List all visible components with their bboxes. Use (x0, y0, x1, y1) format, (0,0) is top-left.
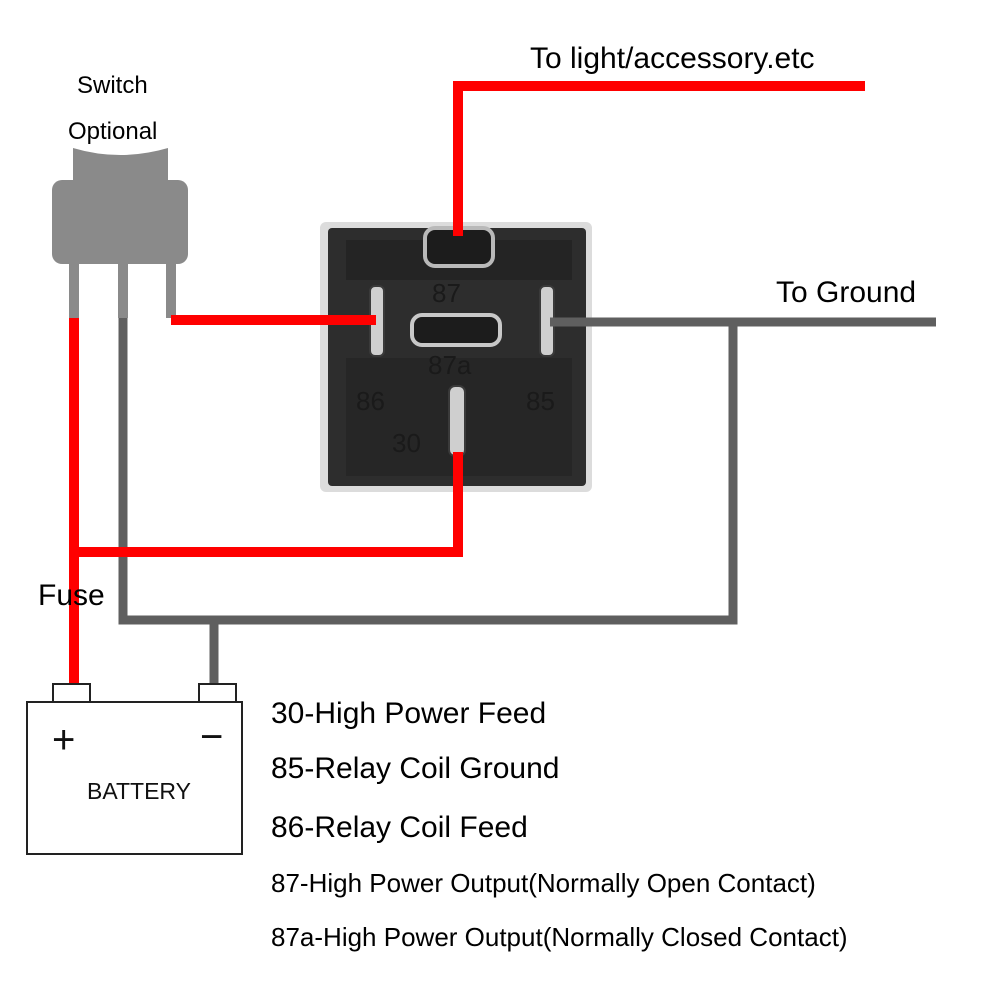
battery-minus-sign: − (200, 715, 223, 759)
pin-label-87a: 87a (428, 350, 472, 380)
pin-label-85: 85 (526, 386, 555, 416)
battery-label: BATTERY (87, 778, 191, 804)
pin-87a-terminal (410, 313, 502, 347)
to-light-label: To light/accessory.etc (530, 42, 815, 75)
legend-item-30: 30-High Power Feed (271, 697, 547, 730)
pin-label-30: 30 (392, 428, 421, 458)
pin-label-87: 87 (432, 278, 461, 308)
battery-negative-terminal (198, 683, 237, 704)
battery-body (26, 701, 243, 855)
optional-label: Optional (68, 118, 158, 145)
power-wires (69, 81, 865, 685)
fuse-label: Fuse (38, 579, 105, 612)
relay-component: 87 87a 86 85 30 (320, 222, 592, 492)
legend-item-87: 87-High Power Output(Normally Open Conta… (271, 868, 816, 898)
legend-item-86: 86-Relay Coil Feed (271, 811, 528, 844)
switch-body (52, 180, 188, 264)
wire-fuse-to-pin30 (74, 452, 463, 557)
battery-positive-terminal (52, 683, 91, 704)
pin-30-terminal (448, 385, 466, 457)
legend-item-85: 85-Relay Coil Ground (271, 752, 560, 785)
switch-rocker (73, 148, 168, 182)
legend-item-87a: 87a-High Power Output(Normally Closed Co… (271, 922, 848, 952)
switch-terminal-left (69, 262, 79, 318)
pin-label-86: 86 (356, 386, 385, 416)
switch-terminal-middle (118, 262, 128, 318)
to-ground-label: To Ground (776, 276, 917, 309)
battery-plus-sign: + (52, 718, 75, 762)
ground-wires (118, 317, 936, 685)
switch-label: Switch (77, 72, 148, 99)
wire-to-light (453, 81, 865, 236)
switch-component (52, 148, 188, 318)
wire-switch-ground (118, 318, 738, 625)
switch-terminal-right (166, 262, 176, 318)
battery-component: + − BATTERY (26, 683, 243, 855)
